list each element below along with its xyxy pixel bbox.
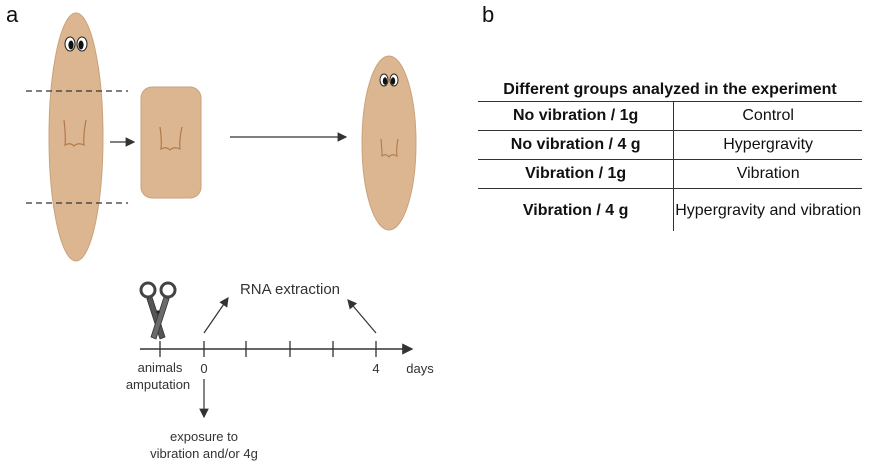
rna-extraction-label: RNA extraction	[240, 281, 340, 298]
pharynx-icon	[63, 119, 87, 147]
condition-cell: Vibration	[673, 159, 862, 189]
eyes-icon	[379, 73, 399, 87]
exposure-label-line1: exposure to	[170, 429, 238, 444]
group-cell: Vibration / 4 g	[522, 201, 629, 219]
exposure-label-line2: vibration and/or 4g	[150, 446, 258, 461]
planarian-fragment	[140, 86, 202, 199]
groups-table-body: No vibration / 1g Control No vibration /…	[478, 101, 862, 231]
condition-cell: Hypergravity and vibration	[673, 188, 862, 231]
table-row: No vibration / 4 g Hypergravity	[478, 130, 862, 160]
panel-a-label: a	[6, 2, 19, 27]
groups-table: Different groups analyzed in the experim…	[478, 80, 862, 231]
scissors-icon	[139, 281, 177, 340]
table-title: Different groups analyzed in the experim…	[503, 81, 837, 98]
timeline-ticks	[159, 341, 377, 357]
axis-unit-label: days	[406, 361, 434, 376]
pharynx-icon	[159, 126, 183, 151]
tick-label-start: 0	[200, 361, 207, 376]
tick-label-end: 4	[372, 361, 379, 376]
table-row: No vibration / 1g Control	[478, 101, 862, 131]
rna-arrow-day0	[203, 297, 229, 334]
scissors-label-line1: animals	[138, 360, 183, 375]
table-row: Vibration / 1g Vibration	[478, 159, 862, 189]
group-cell: Vibration / 1g	[525, 165, 627, 182]
planarian-regenerated	[361, 55, 417, 231]
planarian-intact	[48, 12, 104, 262]
group-cell: No vibration / 4 g	[510, 136, 641, 153]
condition-cell: Hypergravity	[673, 130, 862, 160]
scissors-label-line2: amputation	[126, 377, 190, 392]
eyes-icon	[64, 36, 88, 52]
condition-cell: Control	[673, 101, 862, 131]
group-cell: No vibration / 1g	[512, 107, 639, 124]
panel-b-label: b	[482, 2, 495, 27]
rna-arrow-day4	[347, 299, 377, 334]
table-row: Vibration / 4 g Hypergravity and vibrati…	[478, 188, 862, 231]
pharynx-icon	[380, 138, 399, 158]
